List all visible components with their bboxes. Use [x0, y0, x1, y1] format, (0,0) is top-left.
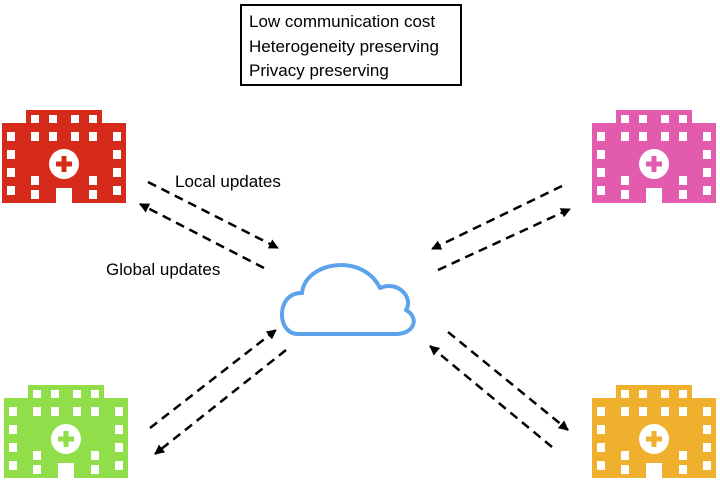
- arrow-server-to-bottom-left: [154, 349, 287, 455]
- hospital-top-left-icon: [2, 110, 126, 203]
- property-communication-cost: Low communication cost: [249, 12, 436, 31]
- property-heterogeneity: Heterogeneity preserving: [249, 36, 439, 56]
- arrow-bottom-right-to-server: [429, 345, 553, 448]
- hospital-bottom-right-icon: [592, 385, 716, 478]
- hospital-top-right-icon: [592, 110, 716, 203]
- hospital-bottom-left-icon: [4, 385, 128, 478]
- arrow-server-to-top-right: [437, 207, 571, 272]
- global-updates-label: Global updates: [106, 260, 221, 279]
- arrow-server-to-bottom-right: [447, 331, 569, 431]
- cloud-server-icon: [280, 263, 416, 336]
- properties-box: Low communication cost Heterogeneity pre…: [240, 4, 462, 86]
- arrow-top-right-to-server: [431, 184, 563, 251]
- property-privacy: Privacy preserving: [249, 61, 389, 80]
- arrow-bottom-left-to-server: [149, 329, 277, 429]
- arrow-top-left-to-server: [147, 180, 279, 250]
- local-updates-label: Local updates: [175, 172, 281, 191]
- arrow-server-to-top-left: [139, 202, 265, 270]
